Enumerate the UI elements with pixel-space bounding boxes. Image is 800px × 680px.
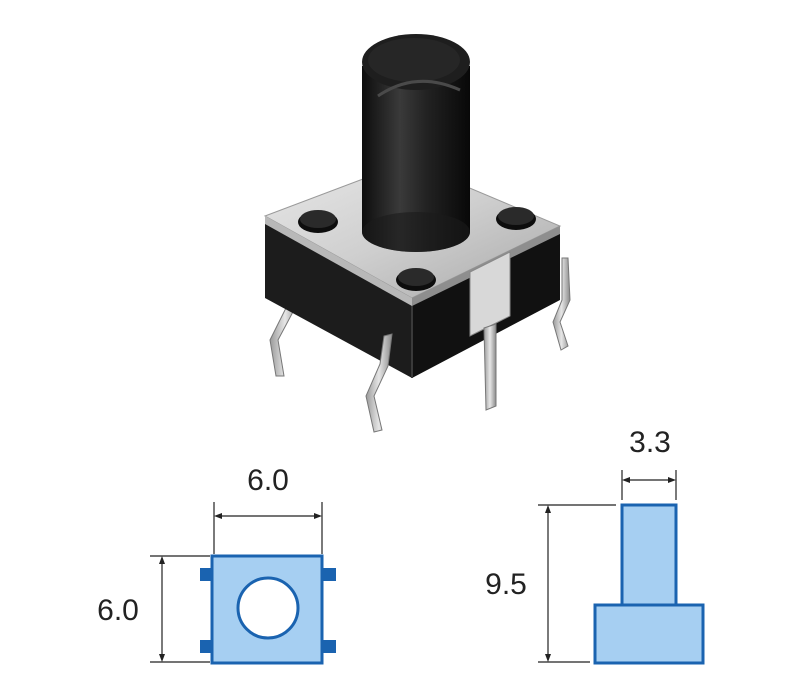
side-view-height-label: 9.5: [485, 568, 527, 601]
side-view-width-label: 3.3: [629, 426, 671, 459]
terminal-tab: [322, 640, 336, 653]
switch-render: [263, 34, 571, 433]
top-view-body: [210, 554, 324, 665]
top-studs: [298, 207, 536, 291]
top-view-width-label: 6.0: [247, 464, 289, 497]
top-view-actuator: [236, 576, 300, 640]
metal-side-tab: [469, 251, 511, 337]
side-view-drawing: 3.3 9.5: [485, 426, 705, 665]
leg-back-right: [552, 257, 571, 351]
side-view-actuator: [620, 503, 678, 607]
side-view-body: [593, 603, 705, 665]
actuator-cylinder: [362, 34, 470, 252]
top-view-height-label: 6.0: [97, 594, 139, 627]
body-left-side: [265, 223, 412, 378]
leg-front-left: [365, 333, 393, 433]
terminal-tab: [322, 568, 336, 581]
top-view-drawing: 6.0 6.0: [97, 464, 336, 665]
leg-front-right: [483, 323, 497, 411]
